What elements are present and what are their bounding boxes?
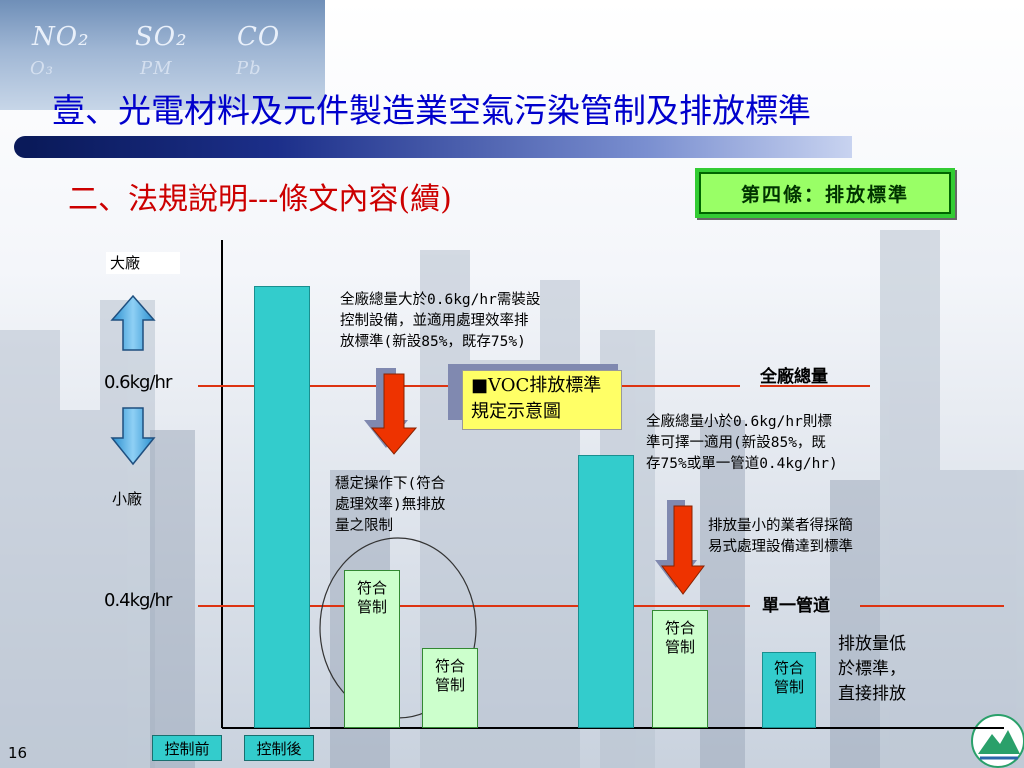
- comply-label: 符合 管制: [773, 659, 804, 696]
- down-arrow-red-icon: [364, 368, 418, 455]
- down-arrow-red-icon: [655, 500, 705, 595]
- bar-after-control: 符合 管制: [344, 570, 400, 728]
- pollutant-label: PM: [140, 58, 173, 79]
- bar-after-control: 符合 管制: [652, 610, 708, 728]
- page-title: 壹、光電材料及元件製造業空氣污染管制及排放標準: [52, 91, 811, 130]
- note-large-plant: 全廠總量大於0.6kg/hr需裝設 控制設備，並適用處理效率排 放標準(新設85…: [340, 292, 541, 350]
- page-number: 16: [8, 744, 28, 762]
- legend-after-control: 控制後: [244, 735, 314, 761]
- note-direct-emission: 排放量低 於標準， 直接排放: [838, 632, 906, 707]
- bar-small-plant: 符合 管制: [762, 652, 816, 728]
- note-line: 排放量低: [838, 634, 906, 654]
- note-small-operator: 排放量小的業者得採簡 易式處理設備達到標準: [708, 518, 853, 555]
- large-plant-label: 大廠: [106, 252, 180, 274]
- down-arrow-icon: [110, 407, 156, 466]
- line-label-single-stack: 單一管道: [762, 596, 830, 616]
- legend-before-control: 控制前: [152, 735, 222, 761]
- pollutant-label: NO₂: [32, 22, 90, 52]
- line-label-plant-total: 全廠總量: [760, 367, 828, 387]
- note-line: 直接排放: [838, 684, 906, 704]
- comply-label: 符合 管制: [664, 619, 695, 656]
- threshold-high-label: 0.6kg/hr: [104, 372, 172, 393]
- note-option-standard: 全廠總量小於0.6kg/hr則標 準可擇一適用(新設85%，既 存75%或單一管…: [646, 414, 838, 472]
- section-subtitle: 二、法規說明---條文內容(續): [68, 182, 452, 217]
- article-badge: 第四條：排放標準: [695, 168, 955, 218]
- note-line: 於標準，: [838, 659, 906, 679]
- note-stable-operation: 穩定操作下(符合 處理效率)無排放 量之限制: [335, 476, 446, 534]
- comply-label: 符合 管制: [434, 657, 465, 694]
- threshold-low-label: 0.4kg/hr: [104, 590, 172, 611]
- bar-before-control: [254, 286, 310, 728]
- agency-logo-icon: [971, 714, 1024, 768]
- up-arrow-icon: [110, 294, 156, 351]
- title-underline-bar: [30, 136, 852, 158]
- pollutant-banner: NO₂ SO₂ CO O₃ PM Pb: [0, 0, 325, 110]
- pollutant-label: O₃: [30, 58, 54, 79]
- voc-diagram-caption: ■VOC排放標準規定示意圖: [462, 370, 622, 430]
- small-plant-label: 小廠: [112, 490, 143, 508]
- article-badge-label: 第四條：排放標準: [699, 172, 951, 214]
- bar-before-control: [578, 455, 634, 728]
- pollutant-label: Pb: [236, 58, 262, 79]
- comply-label: 符合 管制: [356, 579, 387, 616]
- bar-after-control: 符合 管制: [422, 648, 478, 728]
- pollutant-label: CO: [237, 22, 281, 52]
- pollutant-label: SO₂: [135, 22, 188, 52]
